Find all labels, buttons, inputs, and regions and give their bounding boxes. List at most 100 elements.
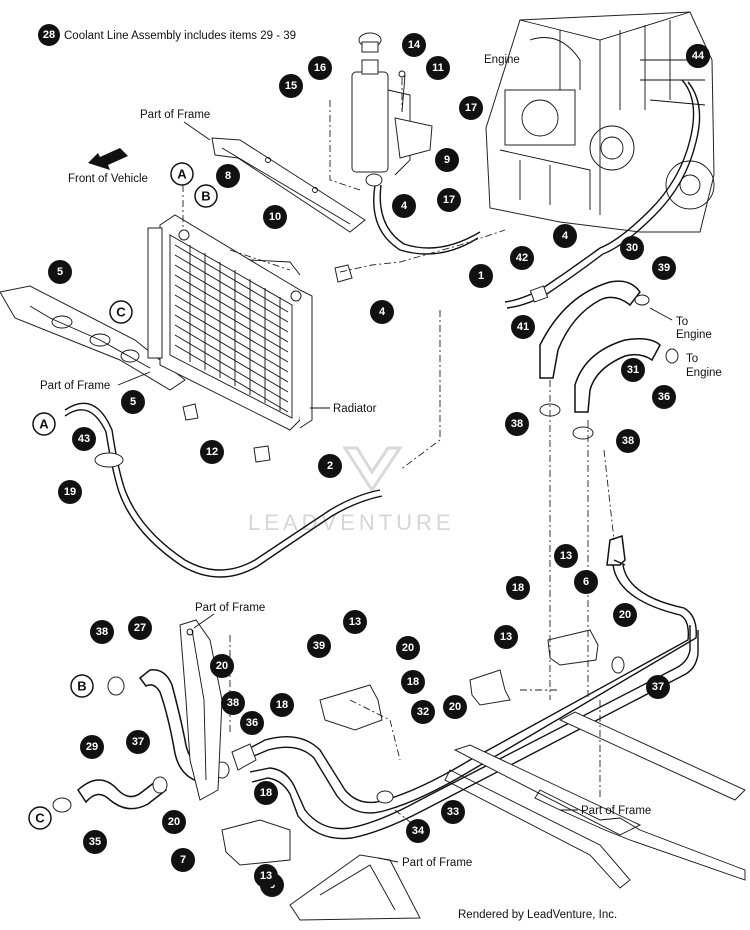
callout-badge-39: [307, 634, 331, 658]
coolant-reservoir: [351, 32, 433, 176]
reference-letter-text: C: [35, 811, 45, 826]
bracket-20: [469, 669, 511, 706]
callout-38: 38: [511, 418, 523, 430]
upper-return-lines: [504, 79, 701, 309]
bracket-20: [319, 684, 383, 731]
callout-badge-5: [121, 390, 145, 414]
callout-badge-4: [392, 194, 416, 218]
callout-28: 28: [43, 29, 55, 41]
hose-clamp: [365, 173, 383, 187]
callout-8: 8: [225, 170, 231, 182]
callout-badge-20: [443, 695, 467, 719]
callout-5: 5: [130, 396, 136, 408]
reference-letter-text: C: [116, 305, 126, 320]
reference-letter-text: A: [39, 417, 49, 432]
callout-18: 18: [407, 676, 419, 688]
callout-6: 6: [583, 576, 589, 588]
callout-badge-32: [411, 700, 435, 724]
callout-badge-4: [553, 224, 577, 248]
radiator: Radiator: [147, 214, 377, 431]
reference-letter-text: B: [77, 679, 86, 694]
frame-rail-top: [211, 137, 366, 233]
callout-18: 18: [276, 699, 288, 711]
callout-4: 4: [562, 230, 569, 242]
callout-13: 13: [260, 870, 272, 882]
callout-20: 20: [402, 642, 414, 654]
callout-17: 17: [443, 194, 455, 206]
callout-42: 42: [516, 252, 528, 264]
reference-letter-c: [28, 806, 52, 830]
overflow-hose: [373, 184, 479, 255]
callout-badge-38: [505, 412, 529, 436]
callout-38: 38: [96, 626, 108, 638]
to-engine-label: Engine: [676, 329, 712, 341]
callout-badge-37: [126, 730, 150, 754]
reference-letter-b: [70, 674, 94, 698]
callout-badge-4: [370, 300, 394, 324]
callout-badge-1: [469, 264, 493, 288]
callout-badge-15: [279, 74, 303, 98]
callout-12: 12: [206, 446, 218, 458]
frame-rails-lower: [289, 711, 746, 921]
callout-20: 20: [619, 609, 631, 621]
callout-badge-44: [686, 44, 710, 68]
callout-13: 13: [349, 616, 361, 628]
reference-letter-a: [32, 412, 56, 436]
callout-badge-18: [506, 576, 530, 600]
footer-credit: Rendered by LeadVenture, Inc.: [458, 909, 617, 921]
callout-badge-34: [406, 819, 430, 843]
callout-badge-38: [616, 429, 640, 453]
callout-badge-38: [221, 691, 245, 715]
callout-badge-6: [574, 570, 598, 594]
callout-4: 4: [379, 306, 386, 318]
to-engine-label: To: [686, 353, 698, 365]
reference-letter-a: [170, 162, 194, 186]
hose-clamp-36: [665, 348, 679, 364]
hose-clamp-36: [52, 797, 72, 813]
callout-badge-30: [620, 236, 644, 260]
callout-badge-36: [240, 711, 264, 735]
bracket-20: [547, 629, 599, 666]
callout-31: 31: [627, 364, 639, 376]
callout-badge-18: [270, 693, 294, 717]
callout-badge-27: [128, 616, 152, 640]
watermark: LEADVENTURE: [248, 446, 451, 535]
callout-4: 4: [401, 200, 408, 212]
coolant-hose-32: [574, 338, 661, 413]
callout-18: 18: [512, 582, 524, 594]
engine-label: Engine: [484, 54, 520, 66]
radiator-label: Radiator: [333, 403, 377, 415]
reference-letter-text: A: [177, 167, 187, 182]
callout-18: 18: [260, 787, 272, 799]
callout-badge-2: [318, 454, 342, 478]
callout-badge-10: [263, 205, 287, 229]
assembly-note-text: Coolant Line Assembly includes items 29 …: [64, 30, 296, 42]
front-of-vehicle-indicator: Front of Vehicle: [68, 148, 148, 185]
reference-letter-c: [109, 300, 133, 324]
callout-badge-33: [441, 800, 465, 824]
callout-20: 20: [449, 701, 461, 713]
callout-29: 29: [86, 741, 98, 753]
callout-badge-16: [308, 56, 332, 80]
callout-badge-13: [554, 544, 578, 568]
coolant-hose-31: [539, 280, 641, 379]
callout-20: 20: [216, 660, 228, 672]
grommet-4: [334, 264, 353, 283]
callout-layer: 1244455667891011121313131314151617171818…: [48, 33, 710, 897]
callout-19: 19: [64, 486, 76, 498]
callout-badge-41: [511, 315, 535, 339]
callout-badge-12: [200, 440, 224, 464]
callout-37: 37: [132, 736, 144, 748]
callout-30: 30: [626, 242, 638, 254]
callout-39: 39: [313, 640, 325, 652]
to-engine-label: To: [676, 316, 688, 328]
callout-badge-13: [494, 625, 518, 649]
bracket-20: [221, 819, 291, 866]
callout-badge-8: [216, 164, 240, 188]
callout-11: 11: [432, 62, 444, 74]
callout-2: 2: [327, 460, 333, 472]
part-of-frame-label: Part of Frame: [140, 109, 210, 121]
callout-badge-31: [621, 358, 645, 382]
